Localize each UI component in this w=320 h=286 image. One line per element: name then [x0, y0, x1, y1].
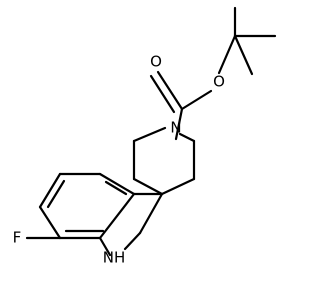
- tbu-to-oxygen-bond: [217, 34, 237, 75]
- piperidine-bond-3: [132, 177, 164, 196]
- carbonyl-oxygen-label: O: [150, 53, 162, 71]
- carbonyl-double-bond-b: [149, 74, 176, 114]
- piperidine-ring: [132, 126, 196, 196]
- methylene-to-nitrogen-bond: [123, 231, 142, 251]
- benzene-fused-bond: [98, 192, 136, 240]
- aromatic-inner-bond-c: [104, 180, 128, 196]
- tbu-methyl-lower-bond: [233, 34, 254, 76]
- ester-oxygen-label: O: [213, 73, 225, 91]
- ester-oxygen-carbon-bond: [180, 89, 213, 111]
- carbonyl-double-bond-a: [156, 70, 184, 111]
- piperidine-bond-4: [160, 177, 196, 196]
- aromatic-inner-bond-b: [46, 179, 66, 209]
- nitrogen-to-aromatic-bond: [98, 236, 112, 257]
- indoline-nh-label: NH: [103, 249, 126, 267]
- benzene-bond-3: [38, 205, 62, 240]
- piperidine-bond-1: [132, 126, 167, 143]
- structure-svg: O O N NH F: [12, 6, 277, 267]
- tert-butyl-group: [217, 6, 277, 76]
- chemical-structure: O O N NH F: [12, 6, 277, 267]
- fluorine-label: F: [13, 229, 22, 247]
- piperidine-bond-6: [178, 132, 196, 143]
- carbamate-group: [149, 70, 213, 141]
- spiro-to-methylene-bond: [138, 192, 164, 235]
- carbon-nitrogen-bond: [174, 107, 184, 141]
- piperidine-nitrogen-label: N: [170, 119, 181, 137]
- indoline-five-member-ring: [98, 192, 164, 257]
- benzene-bond-4: [38, 172, 62, 209]
- benzene-bond-6: [98, 172, 136, 196]
- fluorobenzene-ring: [25, 172, 136, 240]
